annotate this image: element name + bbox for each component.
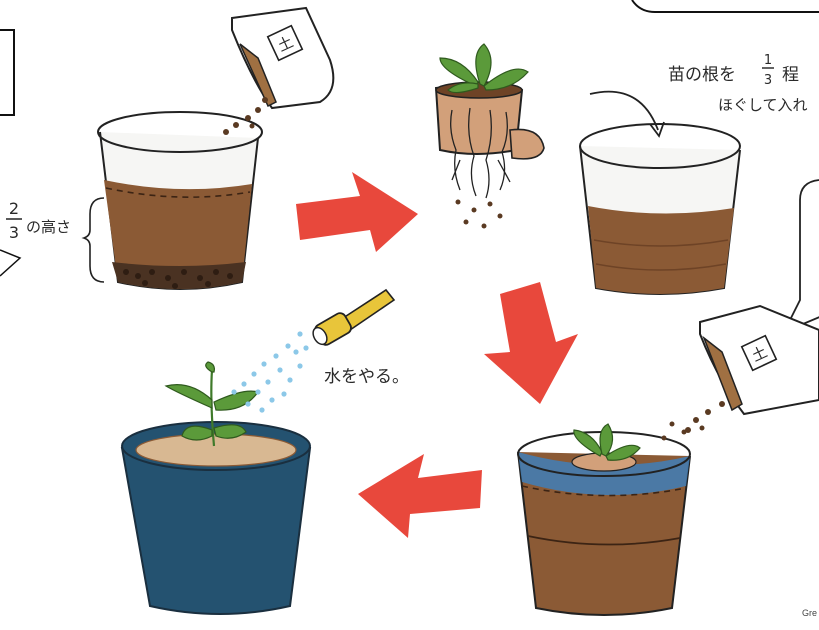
fraction-denominator: 3: [9, 223, 19, 242]
arrow-down-2: [484, 282, 578, 404]
speech-bubble: [784, 180, 819, 332]
fraction-numerator: 2: [9, 199, 19, 218]
watering-nozzle: [310, 290, 394, 347]
roots-note: 苗の根を 1 3 程 ほぐして入れ: [668, 53, 808, 114]
brace: [84, 198, 104, 282]
two-thirds-label: 2 3 の高さ: [6, 198, 104, 282]
soil-bag-bottom: 土: [685, 306, 819, 433]
roots-fraction-num: 1: [764, 53, 772, 68]
credit-text: Gre: [802, 608, 817, 618]
soil-layer: [588, 206, 734, 294]
step4-cup: [518, 424, 690, 615]
roots-suffix: 程: [782, 65, 799, 85]
step2-seedling: [436, 44, 544, 229]
corner-frame-right: [632, 0, 819, 12]
corner-frame-left: [0, 30, 14, 115]
hand: [510, 129, 544, 159]
roots-prefix: 苗の根を: [668, 65, 736, 85]
height-label: の高さ: [26, 218, 71, 236]
step5-pot: [122, 362, 310, 614]
arrow-left-3: [358, 454, 482, 538]
step1-cup: [98, 112, 262, 289]
falling-soil: [662, 422, 687, 441]
arrow-right-1: [296, 172, 418, 252]
left-pointer: [0, 250, 20, 276]
roots-fraction-den: 3: [764, 73, 772, 88]
step3-cup: [580, 124, 740, 294]
pot-soil: [136, 434, 296, 466]
soil-bag-top: 土: [223, 8, 333, 135]
water-label: 水をやる。: [324, 367, 409, 387]
loosen-text: ほぐして入れ: [718, 96, 808, 114]
